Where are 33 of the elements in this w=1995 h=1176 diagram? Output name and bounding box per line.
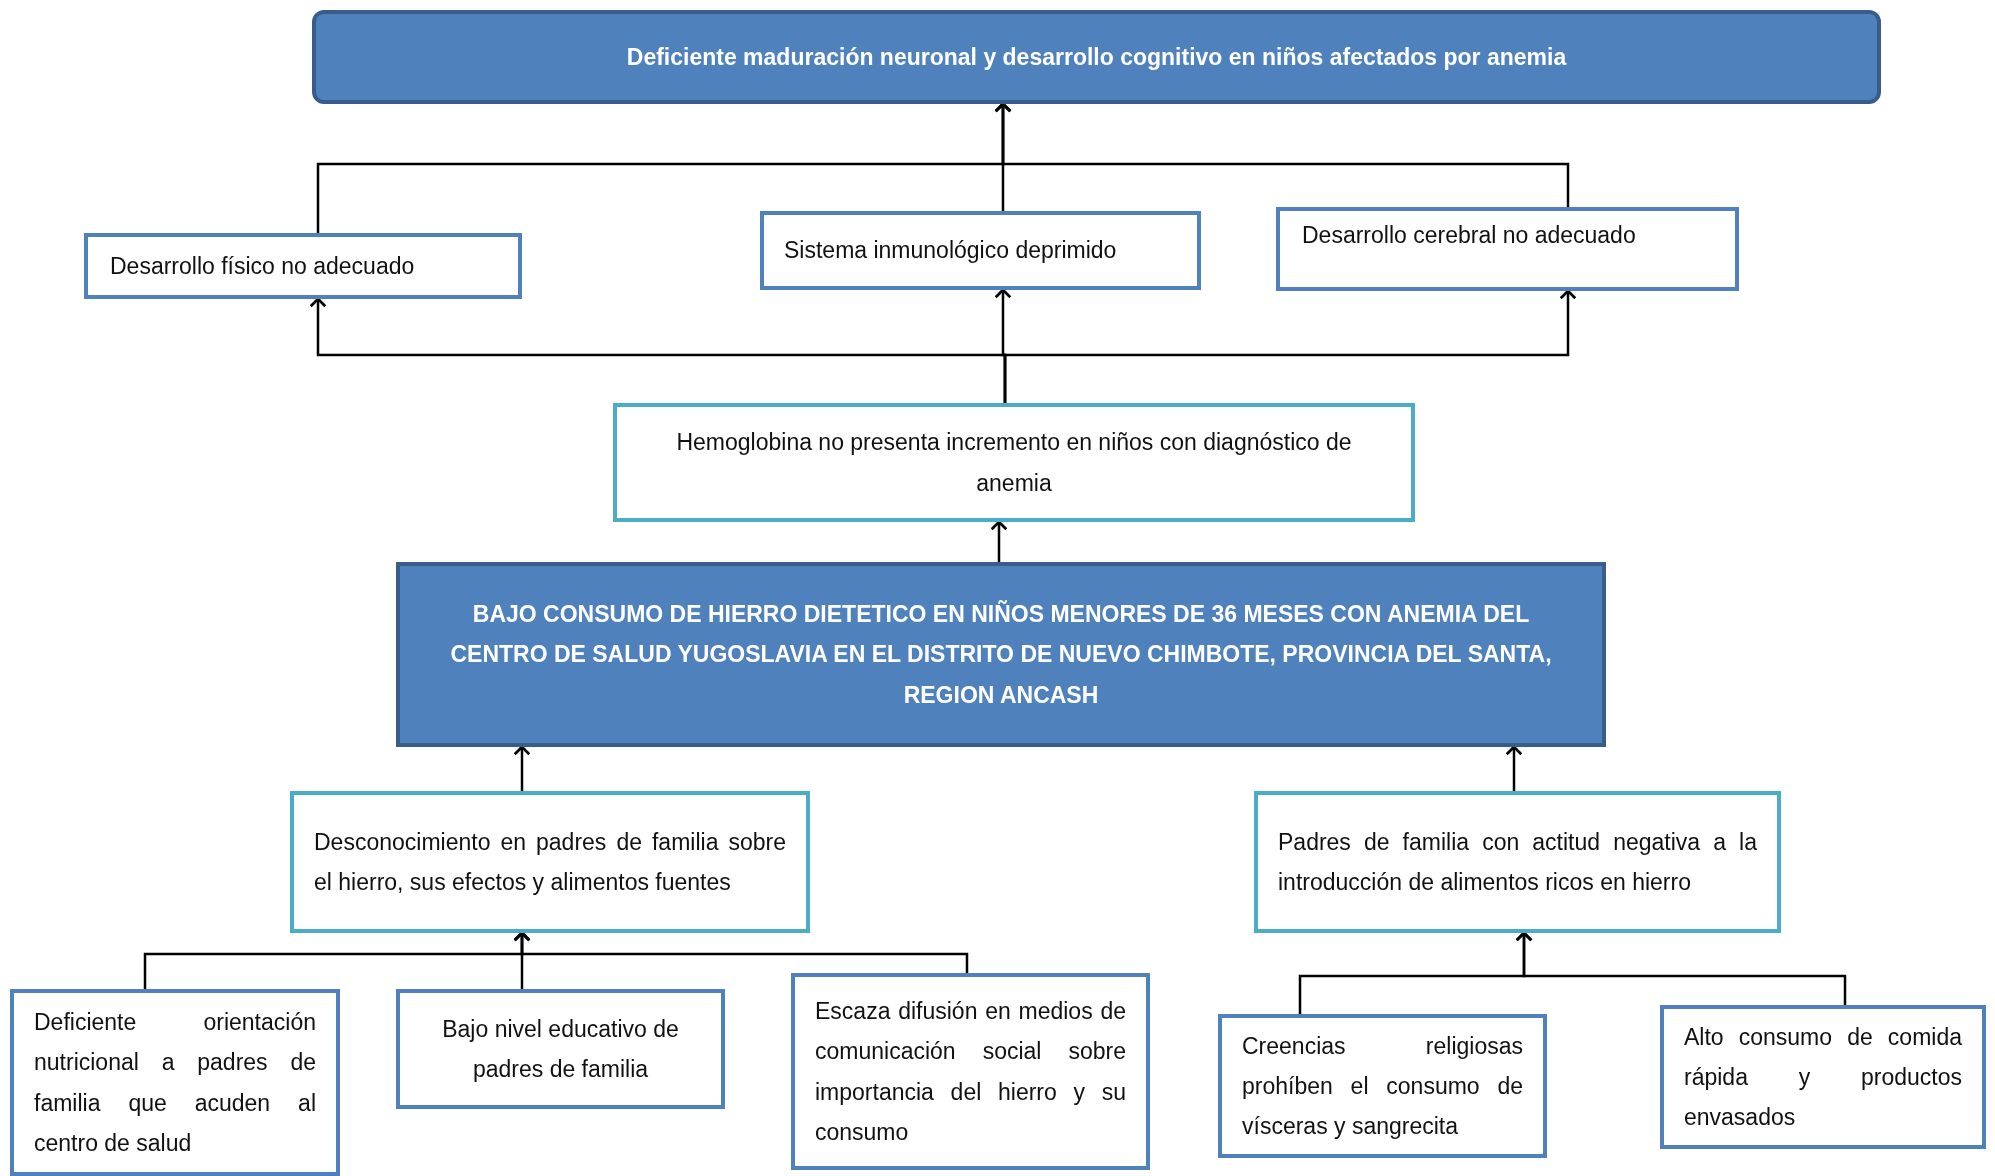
text-box bbox=[1218, 1014, 1547, 1158]
arrow bbox=[513, 745, 531, 791]
text-box bbox=[791, 973, 1150, 1170]
arrow bbox=[994, 102, 1570, 207]
box-text: Creencias religiosas prohíben el consumo de vísceras y sangrecita bbox=[1242, 1031, 1523, 1142]
box-text: Desarrollo cerebral no adecuado bbox=[1302, 221, 1637, 250]
text-box bbox=[290, 791, 810, 933]
text-box bbox=[1660, 1005, 1986, 1149]
arrow bbox=[1003, 289, 1577, 403]
arrow bbox=[513, 931, 969, 973]
box-text: Desconocimiento en padres de familia sobre el hierro, sus efectos y alimentos fuentes bbox=[314, 827, 786, 897]
text-box bbox=[396, 989, 725, 1109]
box-text: Escaza difusión en medios de comunicación social sobre importancia del hierro y su consumo bbox=[815, 997, 1126, 1147]
highlight-box bbox=[312, 10, 1881, 104]
text-box bbox=[1254, 791, 1781, 933]
box-text: Deficiente orientación nutricional a padres de familia que acuden al centro de salud bbox=[34, 1008, 316, 1158]
box-text: Hemoglobina no presenta incremento en niños con diagnóstico de anemia bbox=[675, 428, 1353, 498]
text-box bbox=[84, 233, 522, 299]
text-box bbox=[10, 989, 340, 1176]
box-text: Padres de familia con actitud negativa a la introducción de alimentos ricos en hierro bbox=[1278, 827, 1757, 897]
arrow bbox=[1505, 745, 1523, 791]
box-text: Sistema inmunológico deprimido bbox=[784, 236, 1118, 266]
text-box bbox=[1276, 207, 1739, 291]
text-box bbox=[760, 211, 1201, 290]
heading-text: BAJO CONSUMO DE HIERRO DIETETICO EN NIÑOS MENORES DE 36 MESES CON ANEMIA DEL CENTRO DE SALUD YUGOSLAVIA EN EL DISTRITO DE NUEVO CHIMBOTE, PROVINCIA DEL SANTA, REGION ANCASH bbox=[449, 599, 1553, 710]
highlight-box bbox=[396, 562, 1606, 747]
box-text: Bajo nivel educativo de padres de familia bbox=[441, 1014, 680, 1084]
box-text: Desarrollo físico no adecuado bbox=[110, 251, 416, 281]
arrow bbox=[990, 520, 1008, 562]
arrow bbox=[1515, 931, 1847, 1005]
box-text: Alto consumo de comida rápida y productos envasados bbox=[1684, 1022, 1962, 1133]
text-box bbox=[613, 403, 1415, 522]
heading-text: Deficiente maduración neuronal y desarrollo cognitivo en niños afectados por anemia bbox=[625, 42, 1568, 72]
